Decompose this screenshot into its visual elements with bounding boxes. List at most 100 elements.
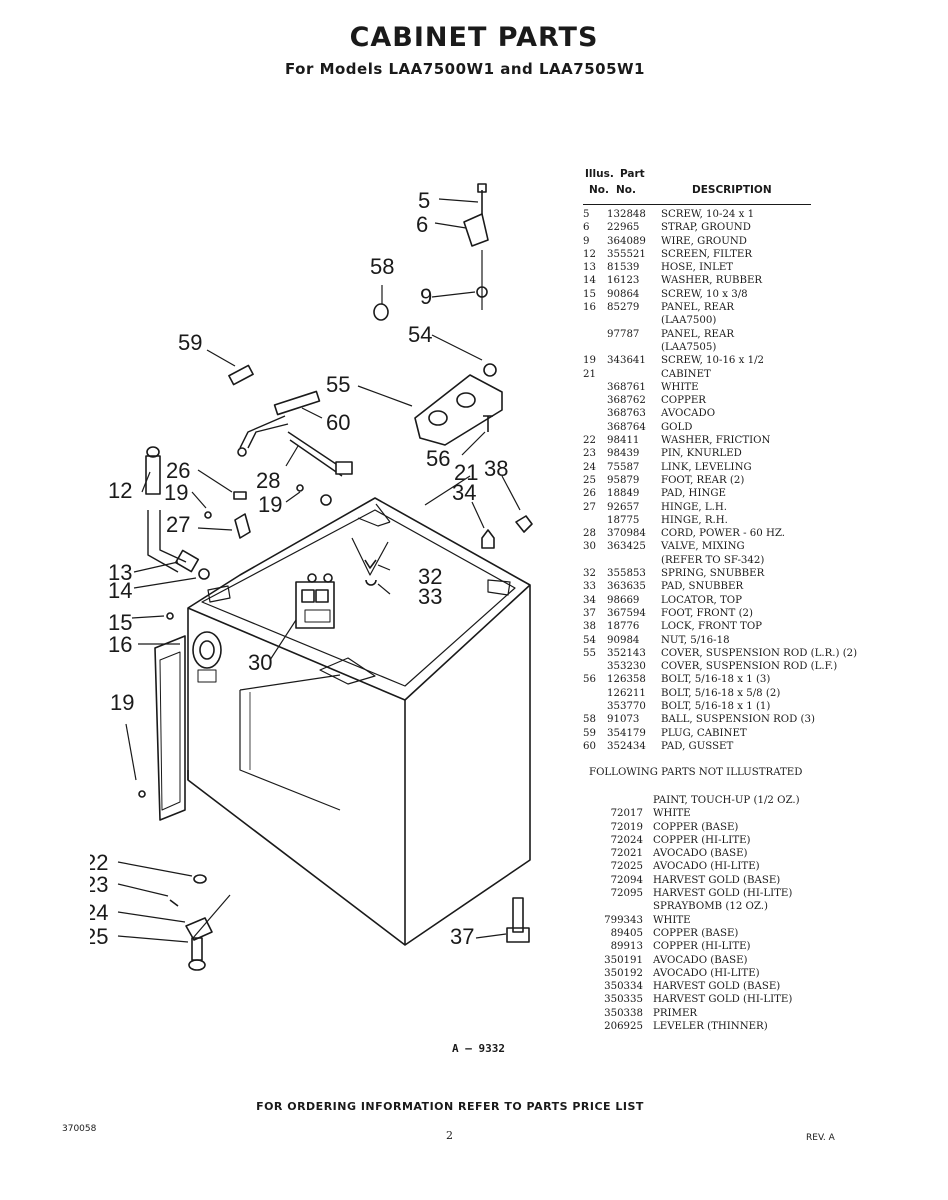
part-description: WHITE — [653, 808, 691, 820]
screw-illustration — [320, 494, 332, 506]
part-description: WIRE, GROUND — [661, 235, 747, 247]
part-description: COPPER (BASE) — [653, 927, 739, 939]
table-row: (LAA7505) — [583, 341, 923, 354]
header-part-line2: No. — [616, 184, 636, 196]
part-number: 353770 — [607, 700, 646, 712]
part-number: 16123 — [607, 275, 640, 287]
illus-number: 55 — [583, 647, 596, 659]
header-description: DESCRIPTION — [692, 184, 772, 196]
part-description: WASHER, FRICTION — [661, 435, 771, 447]
part-description: PAD, GUSSET — [661, 740, 734, 752]
part-number: 22965 — [607, 222, 640, 234]
part-description: LOCK, FRONT TOP — [661, 621, 763, 633]
callout-19-cord: 19 — [258, 492, 282, 517]
mixing-valve-illustration — [295, 573, 335, 629]
part-number: 355853 — [607, 568, 646, 580]
callout-34: 34 — [452, 480, 476, 505]
callout-58: 58 — [370, 254, 394, 279]
part-number: 368762 — [607, 395, 646, 407]
callout-56: 56 — [426, 446, 450, 471]
callout-59: 59 — [178, 330, 202, 355]
header-part-line1: Part — [620, 168, 645, 180]
part-description: HARVEST GOLD (BASE) — [653, 981, 781, 993]
table-row: 368763 AVOCADO — [583, 407, 923, 420]
rear-panel-illustration — [154, 635, 186, 821]
part-number — [607, 314, 661, 327]
part-number: 126358 — [607, 674, 646, 686]
part-description: WASHER, RUBBER — [661, 275, 763, 287]
part-number: 363635 — [607, 581, 646, 593]
screw-illustration — [296, 484, 304, 492]
part-number: 350335 — [604, 994, 643, 1006]
part-number: 92657 — [607, 501, 640, 513]
illus-number: 33 — [583, 581, 596, 593]
part-number: 72021 — [610, 848, 643, 860]
part-number: 350191 — [604, 954, 643, 966]
illus-number: 54 — [583, 634, 596, 646]
part-number: 81539 — [607, 262, 640, 274]
part-description: PAD, HINGE — [661, 488, 726, 500]
illus-number — [583, 700, 607, 713]
part-number: 368763 — [607, 408, 646, 420]
callout-30: 30 — [248, 650, 272, 675]
locator-illustration — [481, 529, 495, 549]
table-row: PAINT, TOUCH-UP (1/2 OZ.) — [583, 794, 923, 807]
screw-illustration — [166, 612, 174, 620]
part-description: PANEL, REAR — [661, 302, 735, 314]
page-subtitle: For Models LAA7500W1 and LAA7505W1 — [285, 60, 645, 78]
callout-38: 38 — [484, 456, 508, 481]
illus-number — [583, 514, 607, 527]
part-number — [607, 554, 661, 567]
part-number: 370984 — [607, 528, 646, 540]
part-description: AVOCADO (BASE) — [653, 954, 748, 966]
header-illus-line1: Illus. — [585, 168, 614, 180]
part-description: SCREEN, FILTER — [661, 248, 752, 260]
illus-number: 24 — [583, 461, 596, 473]
callout-21: 21 — [454, 460, 478, 485]
part-number: 354179 — [607, 727, 646, 739]
part-number: 353230 — [607, 661, 646, 673]
part-description: AVOCADO (HI-LITE) — [653, 967, 760, 979]
illus-number: 25 — [583, 474, 596, 486]
callout-33: 33 — [418, 584, 442, 609]
part-description: PAINT, TOUCH-UP (1/2 OZ.) — [653, 795, 800, 806]
header-illus-line2: No. — [589, 184, 609, 196]
illus-number — [583, 687, 607, 700]
part-number: 72019 — [610, 821, 643, 833]
illus-number — [583, 394, 607, 407]
hinge-pad-illustration — [233, 491, 247, 500]
part-number — [583, 794, 653, 807]
part-description: AVOCADO — [661, 408, 716, 420]
part-number: 90864 — [607, 288, 640, 300]
screw-illustration — [204, 511, 212, 519]
part-number: 91073 — [607, 714, 640, 726]
part-description: LINK, LEVELING — [661, 461, 752, 473]
part-description: COPPER (HI-LITE) — [653, 941, 751, 953]
part-description: LEVELER (THINNER) — [653, 1021, 768, 1033]
part-description: (LAA7500) — [661, 315, 717, 327]
illus-number: 13 — [583, 262, 596, 274]
part-number — [607, 368, 661, 381]
part-number: 98439 — [607, 448, 640, 460]
part-description: PANEL, REAR — [661, 328, 735, 340]
part-number: 350338 — [604, 1007, 643, 1019]
part-description: HINGE, L.H. — [661, 501, 727, 513]
part-description: HARVEST GOLD (HI-LITE) — [653, 888, 793, 900]
